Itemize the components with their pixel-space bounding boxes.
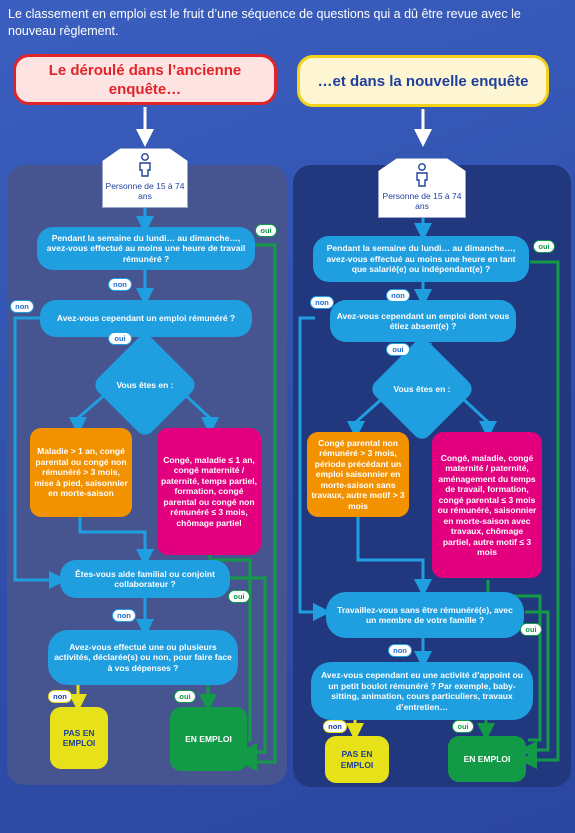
condition-box-orange-right: Congé parental non rémunéré > 3 mois, pé… [307, 432, 409, 517]
tag-oui: oui [108, 332, 132, 345]
person-node-left: Personne de 15 à 74 ans [102, 148, 188, 208]
tag-non: non [108, 278, 132, 291]
tag-non: non [48, 690, 72, 703]
tag-oui: oui [452, 720, 474, 733]
tag-oui: oui [174, 690, 196, 703]
person-icon [139, 153, 151, 177]
tag-non: non [112, 609, 136, 622]
tag-non: non [323, 720, 347, 733]
question-2-right: Avez-vous cependant un emploi dont vous … [330, 300, 516, 342]
tag-oui: oui [228, 590, 250, 603]
result-employed-right: EN EMPLOI [448, 736, 526, 782]
tag-non: non [386, 289, 410, 302]
person-label: Personne de 15 à 74 ans [105, 181, 185, 201]
condition-box-pink-left: Congé, maladie ≤ 1 an, congé maternité /… [157, 428, 261, 555]
person-label: Personne de 15 à 74 ans [382, 191, 462, 211]
result-not-employed-left: PAS EN EMPLOI [50, 707, 108, 769]
question-3-left: Êtes-vous aide familial ou conjoint coll… [60, 560, 230, 598]
question-1-left: Pendant la semaine du lundi… au dimanche… [37, 227, 255, 270]
decision-label-left: Vous êtes en : [116, 380, 174, 390]
question-3-right: Travaillez-vous sans être rémunéré(e), a… [326, 592, 524, 638]
question-4-left: Avez-vous effectué une ou plusieurs acti… [48, 630, 238, 685]
tag-non: non [388, 644, 412, 657]
question-1-right: Pendant la semaine du lundi… au dimanche… [313, 236, 529, 282]
person-node-right: Personne de 15 à 74 ans [378, 158, 466, 218]
tag-oui: oui [533, 240, 555, 253]
tag-non: non [10, 300, 34, 313]
header-old-survey: Le déroulé dans l’ancienne enquête… [13, 54, 277, 105]
condition-box-orange-left: Maladie > 1 an, congé parental ou congé … [30, 428, 132, 517]
decision-label-right: Vous êtes en : [393, 384, 451, 394]
condition-box-pink-right: Congé, maladie, congé maternité / patern… [432, 432, 542, 578]
question-2-left: Avez-vous cependant un emploi rémunéré ? [40, 300, 252, 337]
tag-oui: oui [386, 343, 410, 356]
result-employed-left: EN EMPLOI [170, 707, 247, 771]
tag-oui: oui [520, 623, 542, 636]
result-not-employed-right: PAS EN EMPLOI [325, 736, 389, 783]
person-icon [416, 163, 428, 187]
header-new-survey: …et dans la nouvelle enquête [297, 55, 549, 107]
intro-text: Le classement en emploi est le fruit d’u… [8, 7, 521, 38]
tag-oui: oui [255, 224, 277, 237]
tag-non: non [310, 296, 334, 309]
question-4-right: Avez-vous cependant eu une activité d’ap… [311, 662, 533, 720]
